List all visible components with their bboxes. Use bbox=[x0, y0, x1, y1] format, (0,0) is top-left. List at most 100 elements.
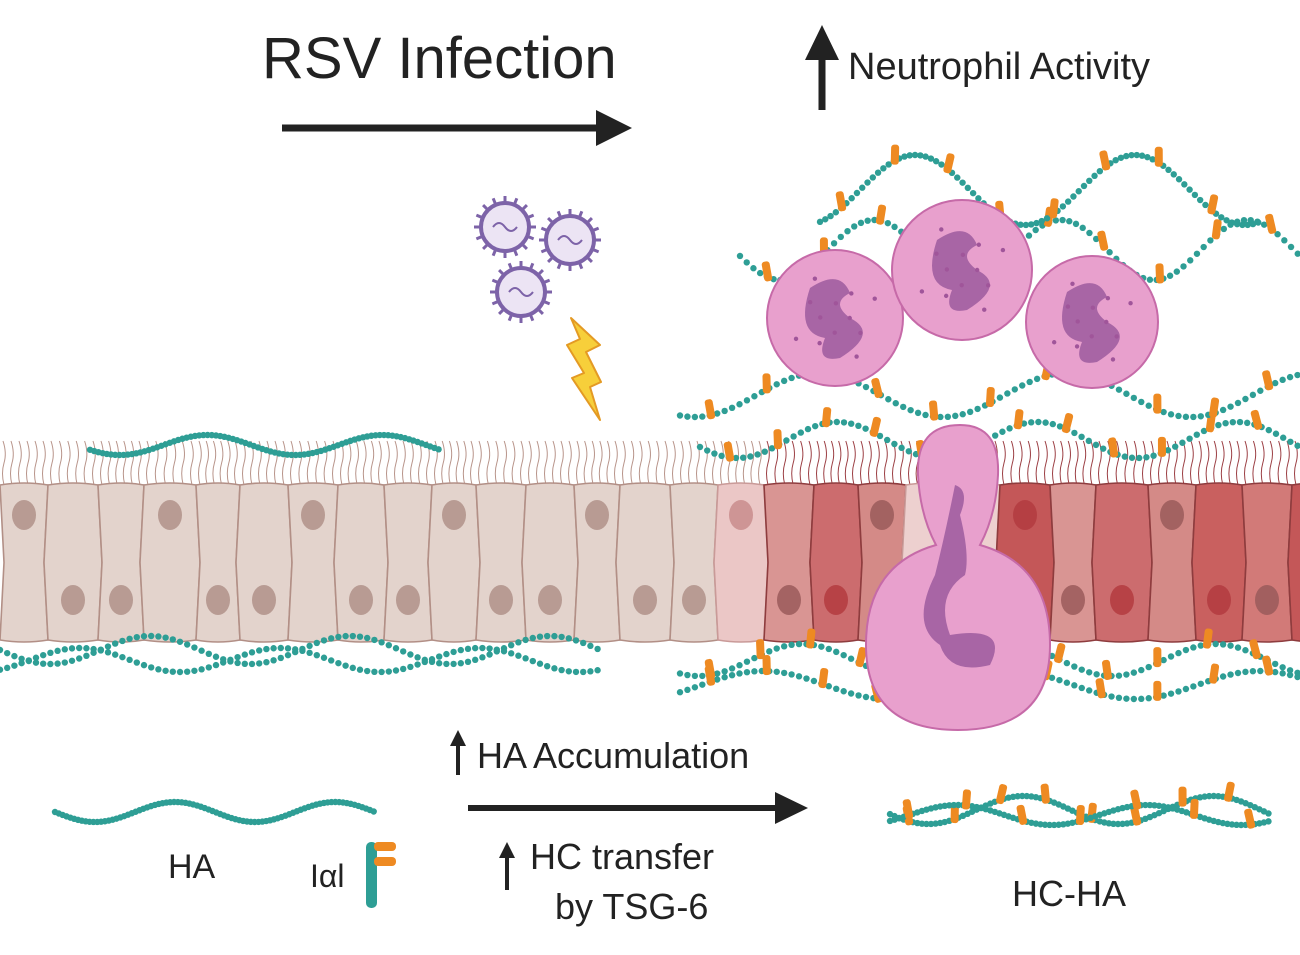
ha-bead bbox=[1078, 434, 1084, 440]
cilium bbox=[363, 441, 366, 485]
ha-bead bbox=[891, 224, 897, 230]
neutrophil-granule bbox=[1128, 301, 1132, 305]
ha-bead bbox=[1146, 695, 1152, 701]
cilium bbox=[1143, 441, 1146, 485]
cilium bbox=[1253, 441, 1256, 485]
neutrophil-granule bbox=[1114, 334, 1118, 338]
hc-bar-icon bbox=[871, 377, 884, 398]
ha-bead bbox=[790, 433, 796, 439]
ha-bead bbox=[1138, 399, 1144, 405]
epithelial-cell-icon bbox=[1242, 483, 1292, 642]
ha-bead bbox=[69, 645, 75, 651]
ha-bead bbox=[33, 655, 39, 661]
cilium bbox=[615, 441, 618, 485]
neutrophil-granule bbox=[982, 307, 986, 311]
neutrophil-granule bbox=[1001, 248, 1005, 252]
ha-bead bbox=[1180, 263, 1186, 269]
ha-bead bbox=[112, 651, 118, 657]
cilium bbox=[116, 441, 119, 485]
ha-bead bbox=[1064, 680, 1070, 686]
cell-nucleus bbox=[824, 585, 848, 615]
ha-bead bbox=[443, 661, 449, 667]
hc-bar-icon bbox=[1061, 412, 1074, 433]
ha-bead bbox=[508, 650, 514, 656]
neutrophil-icon bbox=[1026, 256, 1158, 388]
cilium bbox=[537, 441, 540, 485]
ha-bead bbox=[285, 652, 291, 658]
ha-bead bbox=[501, 648, 507, 654]
ha-bead bbox=[692, 414, 698, 420]
cilium bbox=[623, 441, 626, 485]
ha-bead bbox=[1136, 455, 1142, 461]
neutrophil-granule bbox=[1066, 304, 1070, 308]
cilium bbox=[76, 441, 79, 485]
neutrophil-granule bbox=[1070, 282, 1074, 286]
cilium bbox=[584, 441, 587, 485]
ha-bead bbox=[306, 650, 312, 656]
ha-bead bbox=[875, 169, 881, 175]
ha-bead bbox=[1287, 672, 1293, 678]
ha-bead bbox=[191, 668, 197, 674]
ha-bead bbox=[1071, 663, 1077, 669]
ha-bead bbox=[841, 419, 847, 425]
ha-bead bbox=[105, 643, 111, 649]
ha-bead bbox=[40, 652, 46, 658]
ha-bead bbox=[1194, 251, 1200, 257]
ha-bead bbox=[62, 646, 68, 652]
cilium bbox=[463, 441, 466, 485]
ha-bead bbox=[1138, 667, 1144, 673]
ha-bead bbox=[1265, 818, 1271, 824]
hc-bar-icon bbox=[962, 789, 972, 810]
legend-ha-label: HA bbox=[168, 848, 215, 887]
ha-bead bbox=[522, 637, 528, 643]
ha-bead bbox=[737, 253, 743, 259]
ha-bead bbox=[938, 161, 944, 167]
transmigrating-neutrophil-icon bbox=[866, 425, 1050, 730]
ha-bead bbox=[40, 660, 46, 666]
cilium bbox=[599, 441, 602, 485]
ha-bead bbox=[1168, 653, 1174, 659]
cilium bbox=[1011, 441, 1014, 485]
ha-bead bbox=[436, 653, 442, 659]
ha-bead bbox=[1257, 388, 1263, 394]
ha-strand bbox=[52, 799, 377, 825]
neutrophil-granule bbox=[817, 341, 821, 345]
ha-bead bbox=[729, 672, 735, 678]
ha-bead bbox=[76, 655, 82, 661]
ha-bead bbox=[970, 190, 976, 196]
cilium bbox=[853, 441, 856, 485]
neutrophil-activity-label: Neutrophil Activity bbox=[848, 46, 1150, 89]
ha-bead bbox=[1019, 382, 1025, 388]
ha-bead bbox=[798, 429, 804, 435]
ha-bead bbox=[1279, 664, 1285, 670]
cilium bbox=[456, 441, 459, 485]
cilium bbox=[577, 441, 580, 485]
cilium bbox=[139, 441, 142, 485]
infection-progress-arrow bbox=[282, 110, 632, 146]
ha-bead bbox=[573, 637, 579, 643]
ha-bead bbox=[162, 634, 168, 640]
hc-bar-icon bbox=[1155, 147, 1163, 167]
ha-bead bbox=[278, 645, 284, 651]
cilium bbox=[673, 441, 676, 485]
hc-bar-icon bbox=[1153, 394, 1161, 414]
neutrophil-granule bbox=[848, 316, 852, 320]
ha-bead bbox=[1266, 427, 1272, 433]
ha-bead bbox=[364, 635, 370, 641]
ha-bead bbox=[436, 660, 442, 666]
cilium bbox=[553, 441, 556, 485]
epithelium-layer bbox=[0, 483, 1300, 642]
ha-bead bbox=[1116, 386, 1122, 392]
ha-bead bbox=[851, 223, 857, 229]
ha-bead bbox=[155, 633, 161, 639]
ha-bead bbox=[443, 651, 449, 657]
ha-bead bbox=[148, 664, 154, 670]
ha-bead bbox=[1227, 642, 1233, 648]
ha-bead bbox=[371, 669, 377, 675]
cilium bbox=[108, 441, 111, 485]
ha-bead bbox=[119, 638, 125, 644]
ha-bead bbox=[788, 642, 794, 648]
cell-nucleus bbox=[442, 500, 466, 530]
